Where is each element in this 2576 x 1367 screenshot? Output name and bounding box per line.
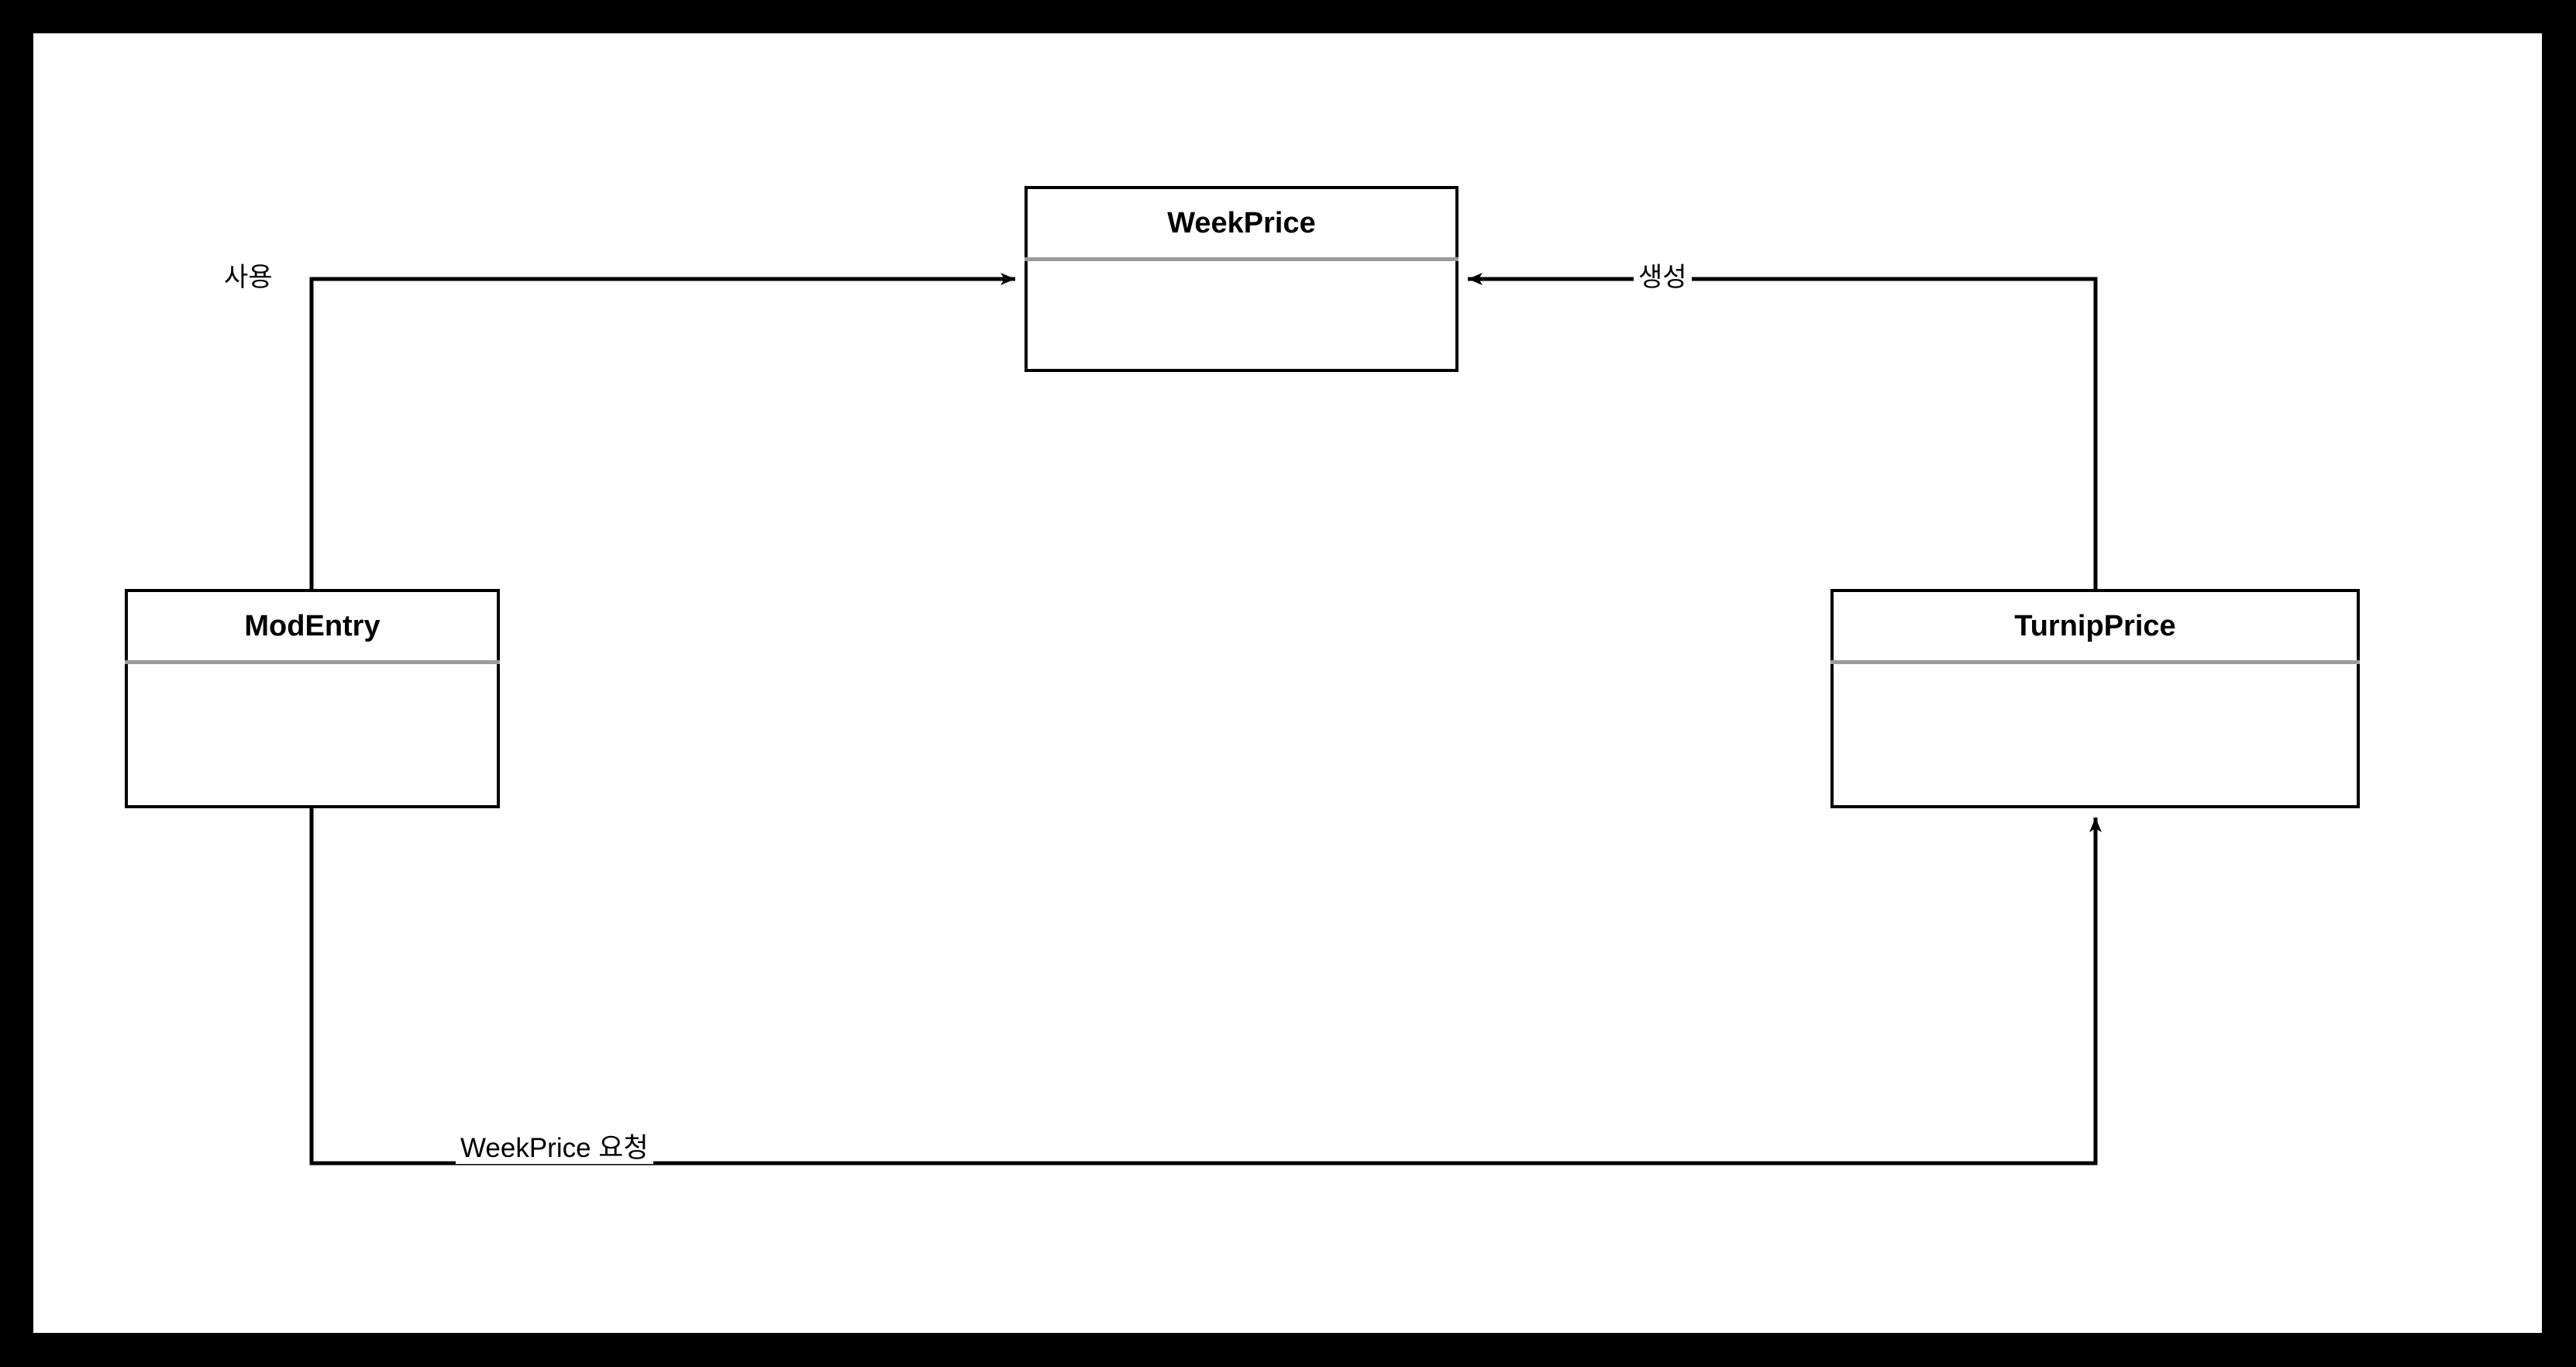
edge-create[interactable] — [1468, 273, 2098, 589]
uml-compartment-divider — [1025, 257, 1458, 261]
uml-members-compartment — [128, 664, 497, 805]
uml-class-title: WeekPrice — [1167, 207, 1316, 239]
edge-use[interactable] — [309, 273, 1015, 589]
edge-request[interactable] — [309, 808, 2102, 1166]
edge-label-create[interactable]: 생성 — [1634, 262, 1692, 293]
diagram-canvas[interactable]: WeekPrice --> WeekPrice --> TurnipPrice … — [33, 33, 2542, 1333]
uml-compartment-divider — [1830, 660, 2360, 664]
edge-label-use[interactable]: 사용 — [219, 262, 277, 293]
uml-members-compartment — [1834, 664, 2357, 805]
uml-compartment-divider — [125, 660, 500, 664]
uml-class-modentry[interactable]: ModEntry — [125, 589, 500, 808]
uml-members-compartment — [1028, 261, 1455, 369]
uml-class-weekprice[interactable]: WeekPrice — [1025, 186, 1458, 372]
edge-label-request[interactable]: WeekPrice 요청 — [456, 1133, 653, 1164]
uml-class-title: ModEntry — [244, 610, 381, 642]
uml-class-title: TurnipPrice — [2014, 610, 2176, 642]
uml-class-turnipprice[interactable]: TurnipPrice — [1830, 589, 2360, 808]
